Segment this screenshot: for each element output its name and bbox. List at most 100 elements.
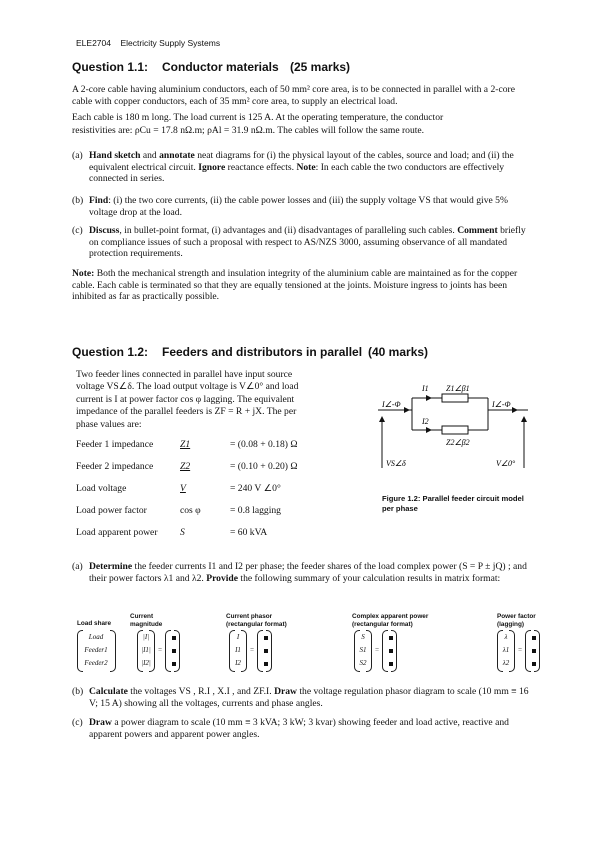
matrix-power-factor: λ λ1 λ2 = (497, 630, 547, 672)
placeholder-dot (389, 636, 393, 640)
placeholder-dot (532, 636, 536, 640)
q1-a-bold-2: annotate (159, 150, 195, 161)
placeholder-dot (532, 662, 536, 666)
q1-item-b: (b) Find: (i) the two core currents, (ii… (72, 195, 532, 221)
q1-note-text: Both the mechanical strength and insulat… (72, 268, 518, 302)
param-row: Feeder 2 impedance Z2 = (0.10 + 0.20) Ω (76, 455, 298, 477)
placeholder-dot (172, 662, 176, 666)
q2-intro: Two feeder lines connected in parallel h… (76, 369, 346, 431)
matrix-cell: I2 (235, 659, 241, 667)
bracket-left (257, 630, 263, 672)
placeholder-dot (264, 649, 268, 653)
q1-heading: Question 1.1: Conductor materials (25 ma… (72, 60, 522, 76)
matrix-cell: I (236, 633, 240, 641)
q2-item-b-label: (b) (72, 686, 84, 697)
bracket-right (509, 630, 515, 672)
q1-item-a-text: Hand sketch and annotate neat diagrams f… (89, 150, 529, 185)
left-current-label: I∠-Φ (381, 400, 401, 409)
q2-title: Feeders and distributors in parallel (162, 345, 363, 359)
bracket-right (149, 630, 155, 672)
q2-intro-line-5: phase values are: (76, 418, 142, 430)
q2-item-a-label: (a) (72, 561, 83, 572)
matrix-header-phasor-1: Current phasor (226, 613, 273, 620)
q1-marks: (25 marks) (290, 60, 351, 74)
matrix-cell: λ (504, 633, 508, 641)
matrix-cell: S (361, 633, 365, 641)
param-row: Feeder 1 impedance Z1 = (0.08 + 0.18) Ω (76, 433, 298, 455)
matrix-cell: |I2| (141, 659, 151, 667)
matrix-cell: S1 (359, 646, 367, 654)
q2-c-text-1: a power diagram to scale (10 mm ≡ 3 kVA;… (89, 717, 509, 740)
page-header: ELE2704 Electricity Supply Systems (76, 38, 220, 48)
right-current-label: I∠-Φ (491, 400, 511, 409)
parallel-feeder-circuit: I∠-Φ I∠-Φ I1 I2 Z1∠β1 Z2∠β2 VS∠δ V∠0° (378, 384, 528, 468)
param-value: = 240 V ∠0° (230, 482, 281, 494)
q2-item-b: (b) Calculate the voltages VS , R.I , X.… (72, 686, 532, 712)
z1-label: Z1∠β1 (446, 384, 470, 393)
q2-intro-line-4: impedance of the parallel feeders is ZF … (76, 406, 297, 418)
bracket-right (366, 630, 372, 672)
q2-a-bold-2: Provide (206, 572, 239, 584)
q2-item-a: (a) Determine the feeder currents I1 and… (72, 561, 532, 601)
q1-paragraph-2b: resistivities are: ρCu = 17.8 nΩ.m; ρAl … (72, 125, 425, 136)
q1-c-bold-2: Comment (457, 225, 498, 236)
q2-b-bold-2: Draw (274, 686, 297, 697)
q1-paragraph-2a: Each cable is 180 m long. The load curre… (72, 112, 444, 123)
q2-a-bold-1: Determine (89, 561, 133, 572)
param-value: = (0.10 + 0.20) Ω (230, 460, 298, 472)
param-symbol: Z1 (180, 438, 191, 450)
q1-title: Conductor materials (162, 60, 279, 74)
q2-a-text-1: the feeder currents I1 and I2 per phase;… (89, 561, 527, 584)
q1-a-bold-1: Hand sketch (89, 150, 141, 161)
q1-b-bold-1: Find (89, 195, 109, 206)
q1-item-c-text: Discuss, in bullet-point format, (i) adv… (89, 225, 529, 260)
bracket-right (174, 630, 180, 672)
matrix-header-phasor: Current phasor (rectangular format) (226, 613, 287, 628)
param-name: Feeder 2 impedance (76, 460, 154, 472)
param-name: Load power factor (76, 504, 147, 516)
matrix-header-pf-1: Power factor (497, 613, 536, 620)
q2-heading: Question 1.2: Feeders and distributors i… (72, 345, 522, 361)
q2-item-c: (c) Draw a power diagram to scale (10 mm… (72, 717, 532, 743)
q2-b-bold-1: Calculate (89, 686, 128, 697)
q2-c-bold-1: Draw (89, 717, 112, 728)
param-symbol: Z2 (180, 460, 191, 472)
matrix-cell: Feeder2 (84, 659, 108, 667)
q2-a-text-2: the following summary of your calculatio… (238, 572, 501, 584)
matrix-current-magnitude: |I| |I1| |I2| = (137, 630, 187, 672)
bracket-left (497, 630, 503, 672)
figure-caption: Figure 1.2: Parallel feeder circuit mode… (382, 494, 552, 514)
q2-intro-line-2: voltage VS∠δ. The load output voltage is… (76, 381, 299, 393)
param-row: Load power factor cos φ = 0.8 lagging (76, 499, 298, 521)
matrix-header-current: Current magnitude (130, 613, 162, 628)
param-row: Load voltage V = 240 V ∠0° (76, 477, 298, 499)
matrix-cell: Load (88, 633, 104, 641)
q2-item-a-text: Determine the feeder currents I1 and I2 … (89, 561, 529, 584)
matrix-header-complex: Complex apparent power (rectangular form… (352, 613, 428, 628)
bracket-right (241, 630, 247, 672)
i2-label: I2 (421, 417, 429, 426)
q2-item-b-text: Calculate the voltages VS , R.I , X.I , … (89, 686, 529, 709)
bracket-left (229, 630, 235, 672)
q2-b-text-2: the voltage regulation phasor diagram to… (89, 686, 529, 709)
figure-caption-line-1: Figure 1.2: Parallel feeder circuit mode… (382, 494, 524, 503)
matrix-cell: Feeder1 (84, 646, 108, 654)
param-symbol: cos φ (180, 504, 201, 516)
matrix-header-complex-2: (rectangular format) (352, 620, 413, 628)
param-row: Load apparent power S = 60 kVA (76, 521, 298, 543)
bracket-left (382, 630, 388, 672)
q1-a-bold-4: Note (296, 161, 316, 173)
bracket-right (110, 630, 116, 672)
param-value: = 0.8 lagging (230, 504, 281, 516)
equals-sign: = (374, 646, 380, 654)
matrix-current-phasor: I I1 I2 = (229, 630, 279, 672)
q1-paragraph-1: A 2-core cable having aluminium conducto… (72, 84, 515, 108)
matrix-cell: |I1| (141, 646, 151, 654)
placeholder-dot (389, 662, 393, 666)
load-voltage-label: V∠0° (496, 459, 516, 468)
q1-a-text-1: and (140, 150, 160, 161)
matrix-header-current-2: magnitude (130, 620, 163, 628)
matrix-cell: I1 (235, 646, 241, 654)
q1-c-text-2: briefly on compliance issues of such a p… (89, 225, 526, 259)
q1-a-text-2: neat diagrams for (i) the physical layou… (89, 150, 514, 173)
